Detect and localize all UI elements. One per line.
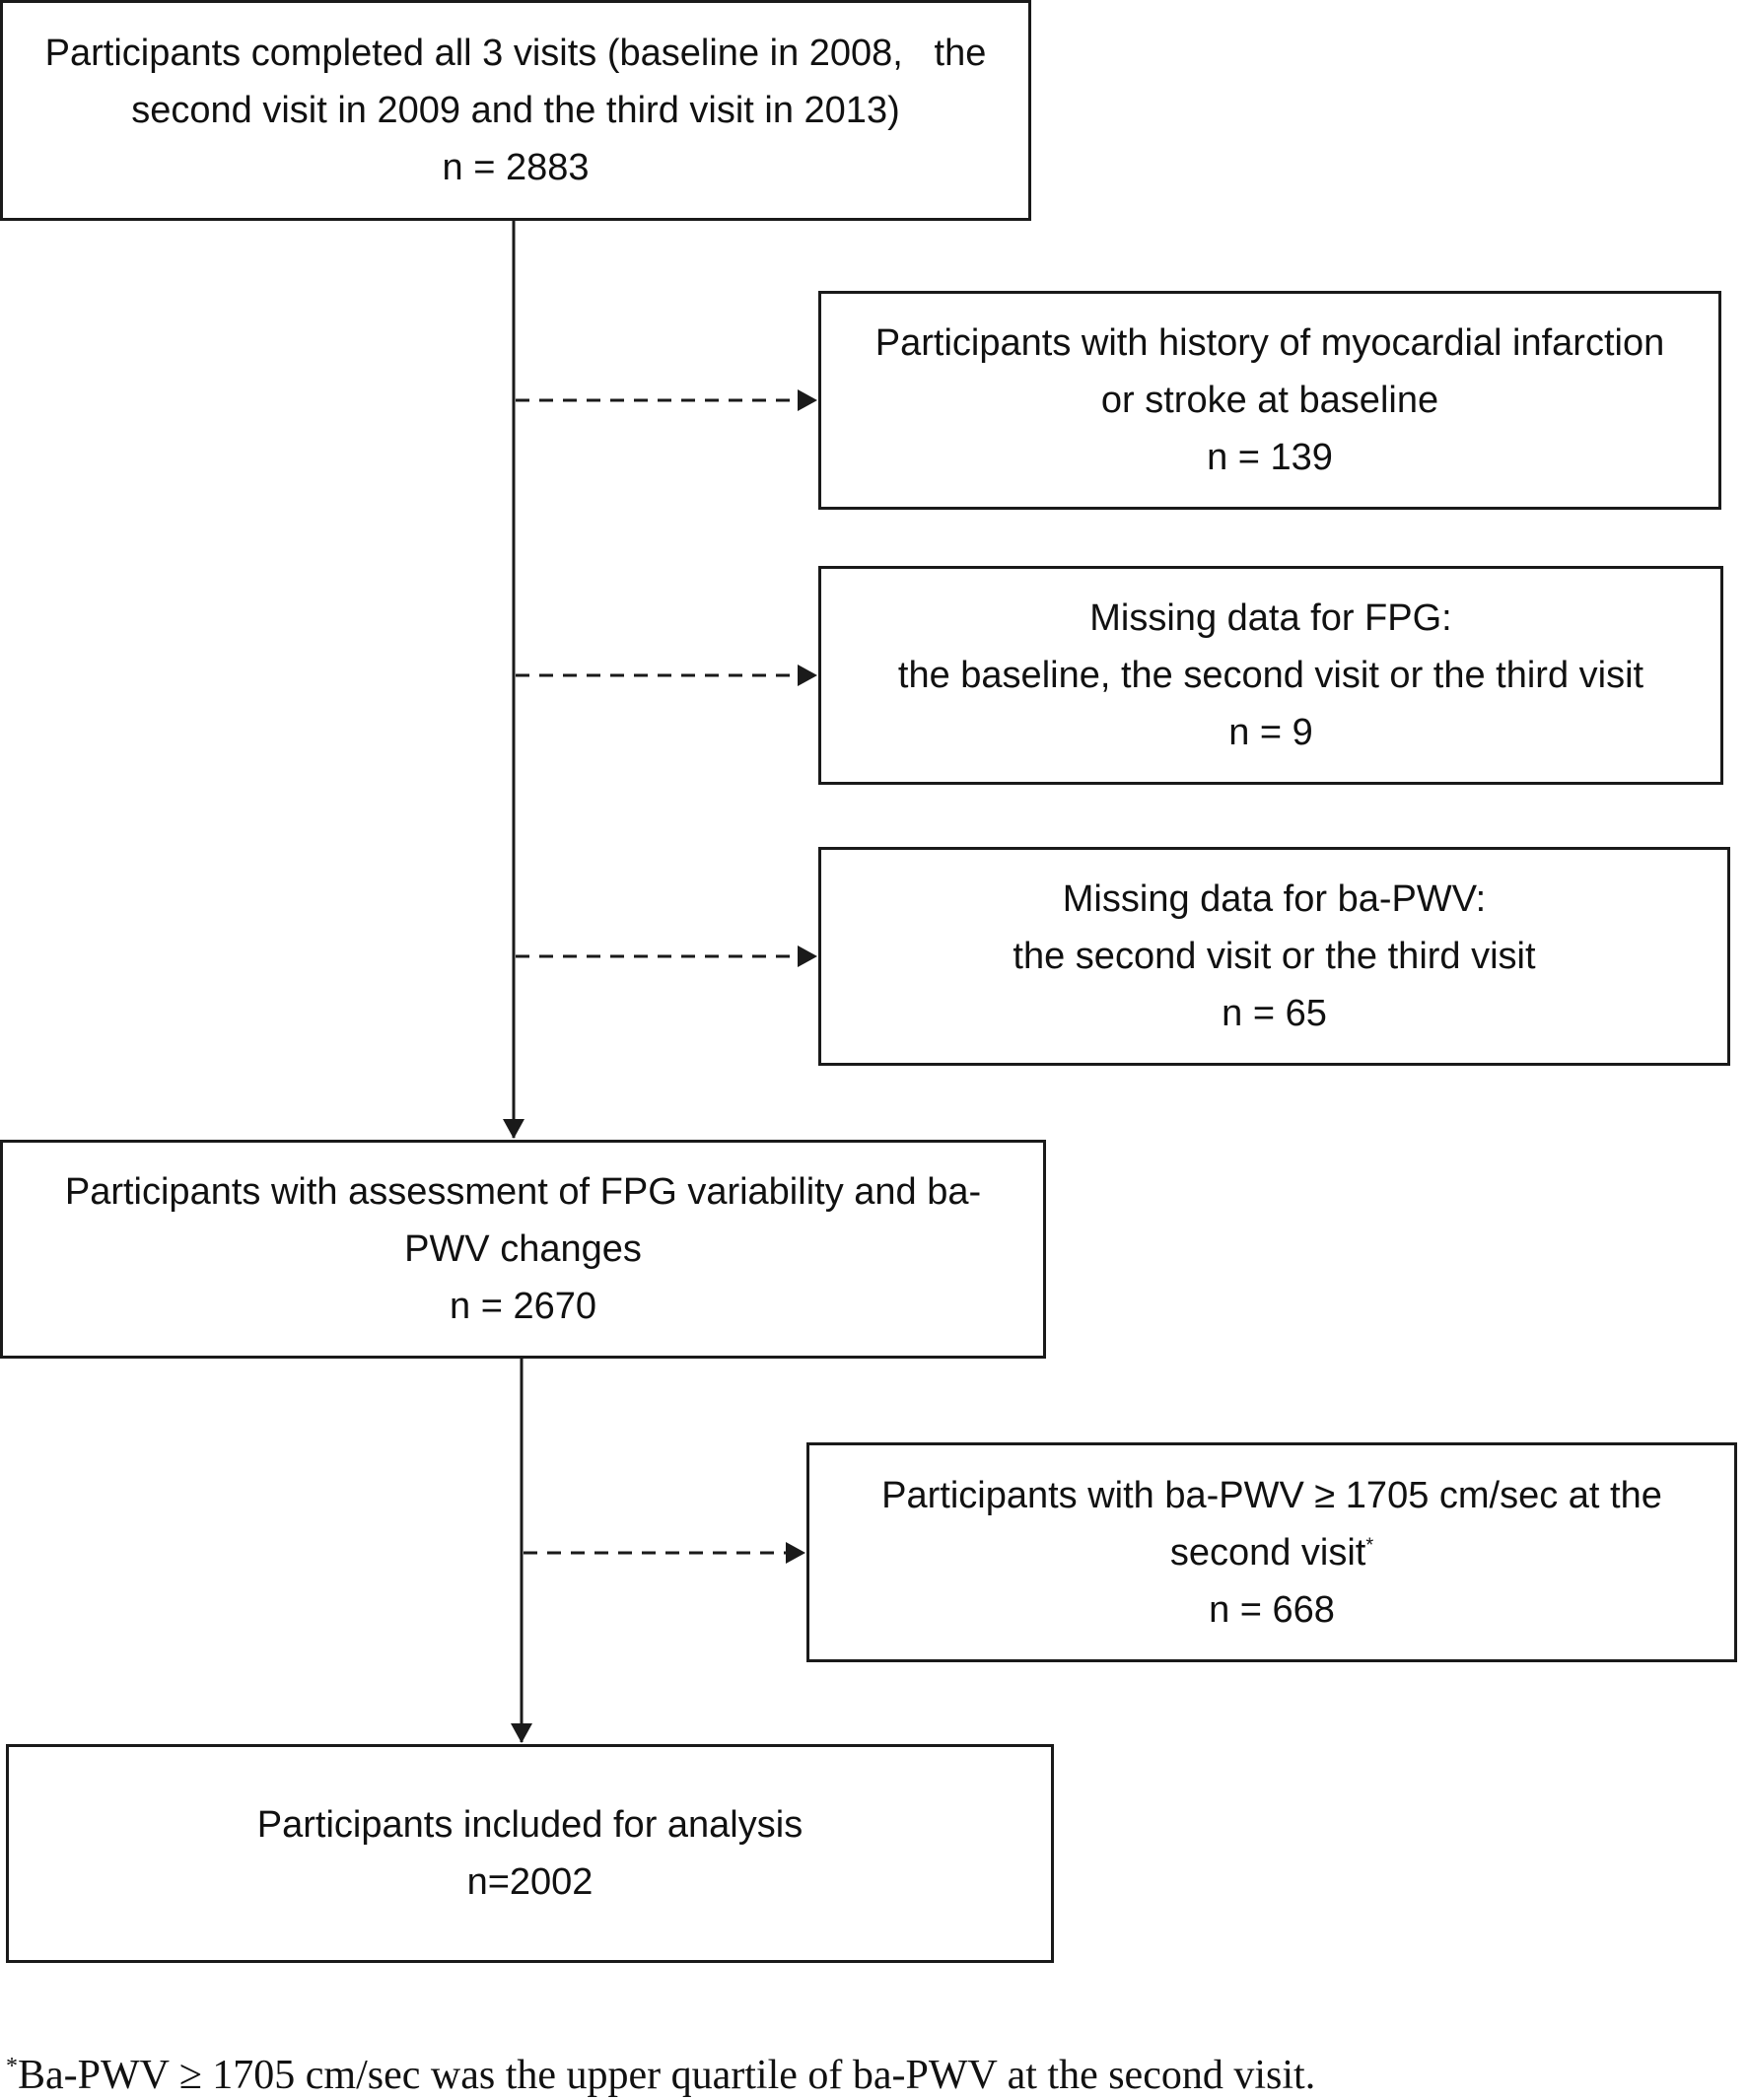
exclusion-box-mi-stroke: Participants with history of myocardial … xyxy=(818,291,1721,510)
exclusion-fpg-line-1: Missing data for FPG: xyxy=(1089,597,1452,639)
footnote-marker-symbol: * xyxy=(6,2054,18,2079)
exclusion-pwv-line-1: Missing data for ba-PWV: xyxy=(1062,878,1487,920)
start-count: n = 2883 xyxy=(442,147,590,188)
assessment-line-1: Participants with assessment of FPG vari… xyxy=(64,1171,982,1213)
footnote-text: Ba-PWV ≥ 1705 cm/sec was the upper quart… xyxy=(18,2053,1316,2098)
assessment-count: n = 2670 xyxy=(450,1286,596,1327)
final-line-1: Participants included for analysis xyxy=(256,1804,804,1846)
exclusion-mi-count: n = 139 xyxy=(1207,437,1333,478)
footnote: *Ba-PWV ≥ 1705 cm/sec was the upper quar… xyxy=(6,2051,1315,2100)
high-pwv-line-2: second visit* xyxy=(1170,1524,1373,1581)
final-count: n=2002 xyxy=(466,1861,594,1903)
high-pwv-line-2-text: second visit xyxy=(1169,1531,1366,1574)
final-box: Participants included for analysis n=200… xyxy=(6,1744,1054,1963)
high-pwv-line-1: Participants with ba-PWV ≥ 1705 cm/sec a… xyxy=(881,1474,1662,1516)
footnote-marker: * xyxy=(1365,1533,1374,1556)
exclusion-box-missing-fpg: Missing data for FPG: the baseline, the … xyxy=(818,566,1723,785)
exclusion-pwv-count: n = 65 xyxy=(1222,993,1327,1034)
assessment-line-2: PWV changes xyxy=(404,1228,642,1270)
exclusion-box-missing-pwv: Missing data for ba-PWV: the second visi… xyxy=(818,847,1730,1066)
exclusion-fpg-count: n = 9 xyxy=(1228,712,1313,753)
start-box: Participants completed all 3 visits (bas… xyxy=(0,0,1031,221)
exclusion-box-high-pwv: Participants with ba-PWV ≥ 1705 cm/sec a… xyxy=(806,1442,1737,1662)
start-line-2: second visit in 2009 and the third visit… xyxy=(131,90,900,131)
assessment-box: Participants with assessment of FPG vari… xyxy=(0,1140,1046,1359)
exclusion-pwv-line-2: the second visit or the third visit xyxy=(1013,936,1536,977)
exclusion-fpg-line-2: the baseline, the second visit or the th… xyxy=(897,655,1644,696)
start-line-1: Participants completed all 3 visits (bas… xyxy=(44,33,987,74)
exclusion-mi-line-2: or stroke at baseline xyxy=(1100,380,1439,421)
exclusion-mi-line-1: Participants with history of myocardial … xyxy=(874,322,1665,364)
high-pwv-count: n = 668 xyxy=(1209,1588,1335,1631)
